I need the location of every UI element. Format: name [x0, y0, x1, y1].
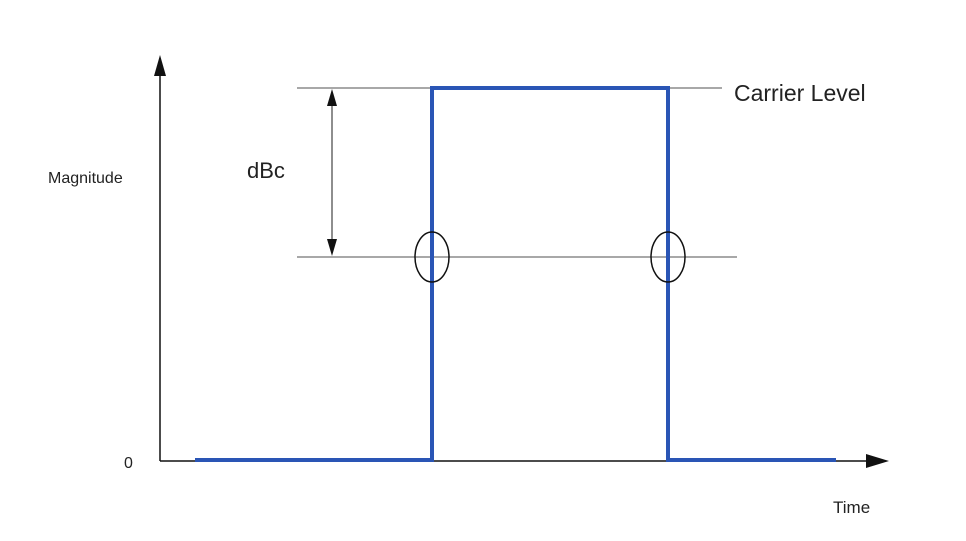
pulse-signal [195, 86, 836, 462]
dbc-arrow-down-icon [327, 239, 337, 256]
y-axis-label: Magnitude [48, 170, 123, 187]
x-axis-arrow-icon [866, 454, 889, 468]
dbc-arrow-up-icon [327, 89, 337, 106]
carrier-level-label: Carrier Level [734, 80, 866, 106]
origin-label: 0 [124, 455, 133, 472]
falling-edge-marker [650, 231, 686, 283]
x-axis-label: Time [833, 498, 871, 517]
dbc-label: dBc [247, 158, 285, 183]
y-axis-arrow-icon [154, 55, 166, 76]
rising-edge-marker [414, 231, 450, 283]
